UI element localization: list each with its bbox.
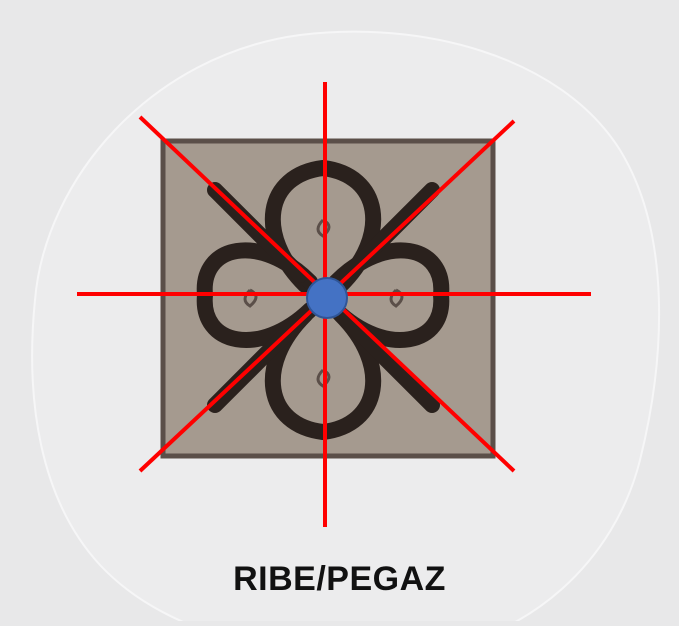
center-point bbox=[307, 278, 347, 318]
figure-caption: RIBE/PEGAZ bbox=[0, 560, 679, 599]
